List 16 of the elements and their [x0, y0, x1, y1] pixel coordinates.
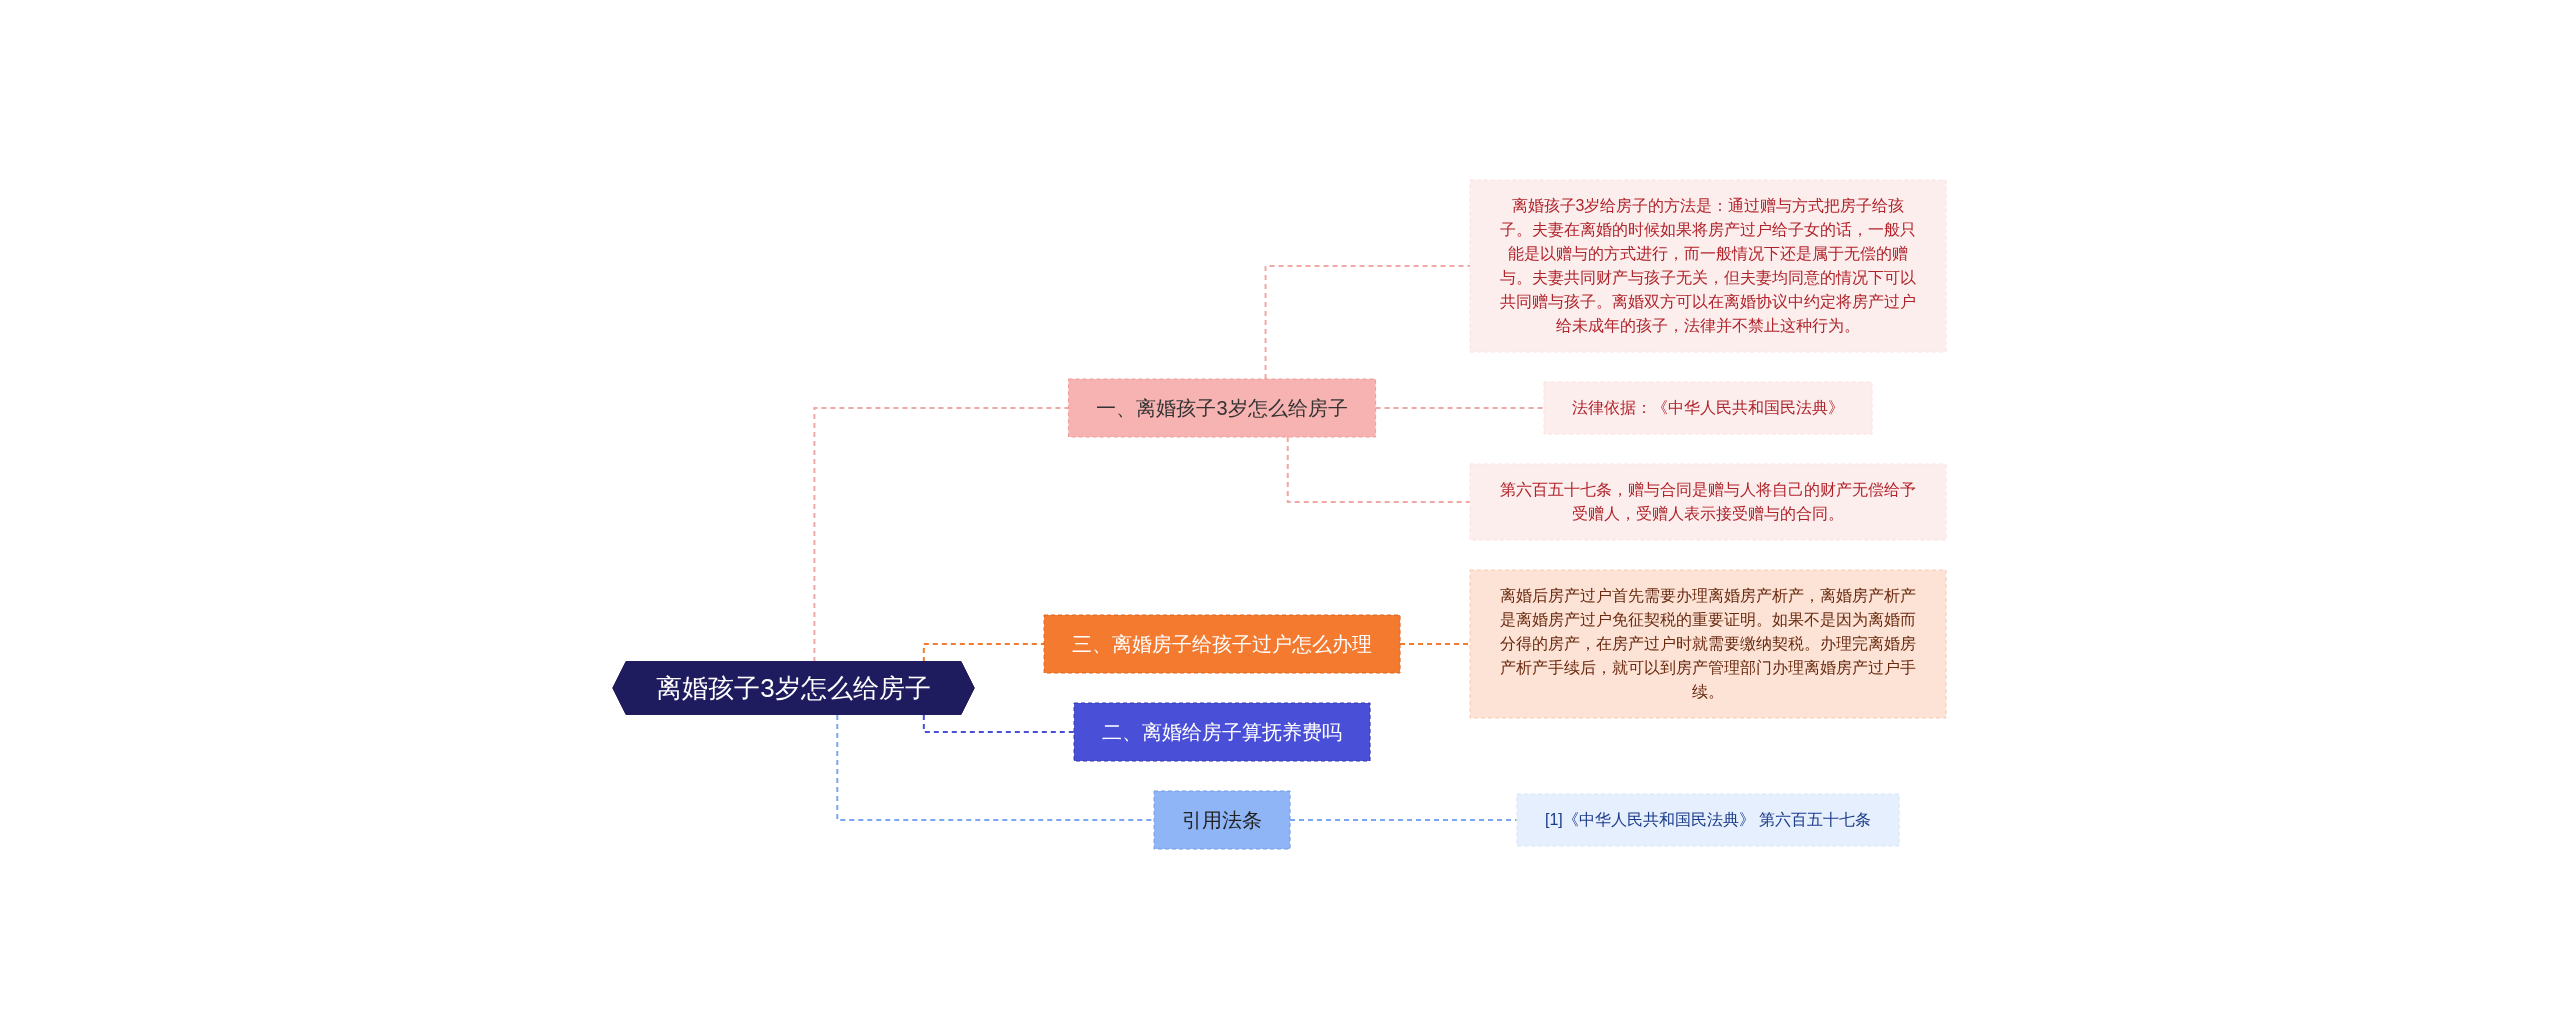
node-box: 法律依据：《中华人民共和国民法典》 [1544, 381, 1873, 435]
connector [1265, 265, 1472, 380]
connector [923, 714, 1076, 733]
node-box: 一、离婚孩子3岁怎么给房子 [1068, 378, 1377, 438]
node-box: 第六百五十七条，赠与合同是赠与人将自己的财产无偿给予受赠人，受赠人表示接受赠与的合同。 [1470, 463, 1947, 541]
connector [1375, 407, 1546, 409]
connector [1289, 819, 1519, 821]
node-box: [1]《中华人民共和国民法典》 第六百五十七条 [1516, 793, 1901, 847]
connector [813, 407, 1070, 663]
node-box: 三、离婚房子给孩子过户怎么办理 [1044, 614, 1401, 674]
connector [1287, 436, 1472, 503]
node-box: 二、离婚给房子算抚养费吗 [1074, 702, 1371, 762]
node-box: 离婚后房产过户首先需要办理离婚房产析产，离婚房产析产是离婚房产过户免征契税的重要证明。如果不是因为离婚而分得的房产，在房产过户时就需要缴纳契税。办理完离婚房产析产手续后，就可以到房产管理部门办理离婚房产过户手续。 [1470, 569, 1947, 719]
connector [923, 643, 1046, 663]
node-box: 离婚孩子3岁给房子的方法是：通过赠与方式把房子给孩子。夫妻在离婚的时候如果将房产过户给子女的话，一般只能是以赠与的方式进行，而一般情况下还是属于无偿的赠与。夫妻共同财产与孩子无关，但夫妻均同意的情况下可以共同赠与孩子。离婚双方可以在离婚协议中约定将房产过户给未成年的孩子，法律并不禁止这种行为。 [1470, 179, 1947, 353]
node-box: 引用法条 [1154, 790, 1291, 850]
